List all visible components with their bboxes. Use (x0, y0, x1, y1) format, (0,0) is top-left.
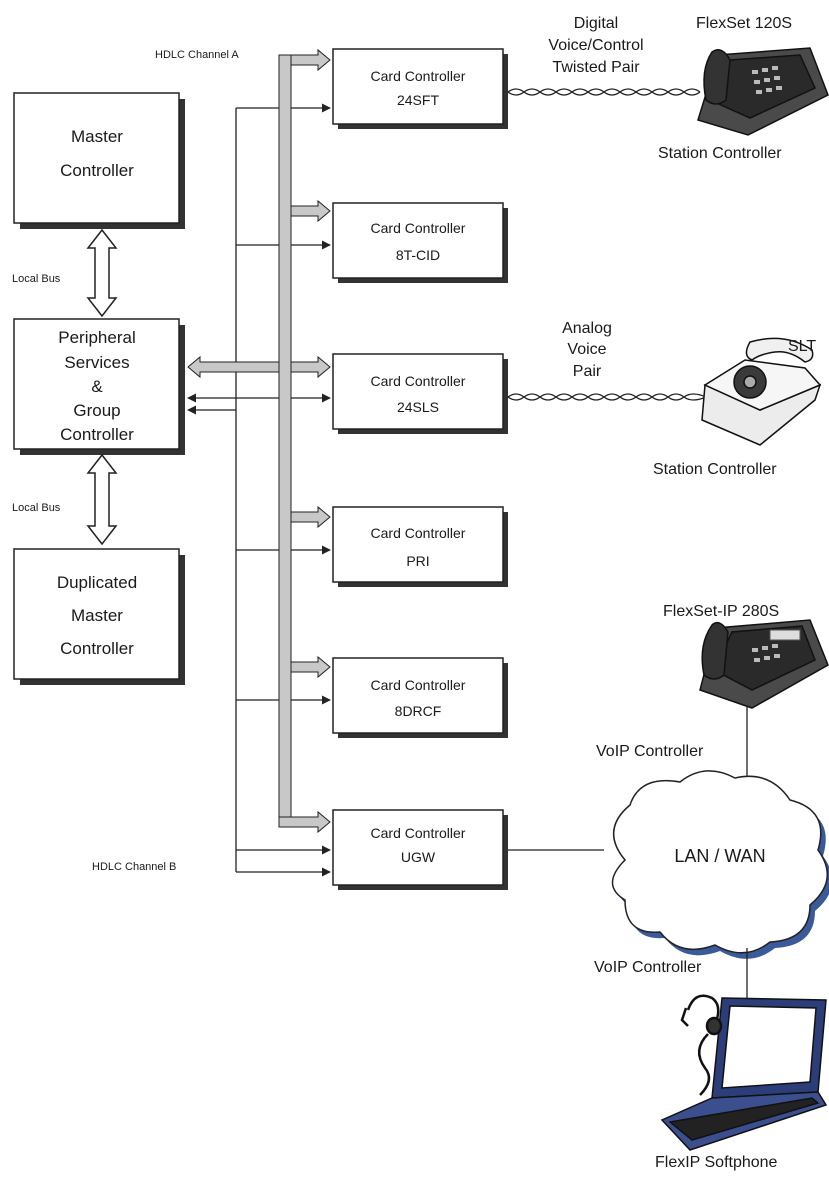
duplicated-master-block: Duplicated Master Controller (14, 549, 185, 685)
local-bus-arrow-bottom (88, 455, 116, 544)
flexset-ip-label: FlexSet-IP 280S (663, 603, 779, 620)
peripheral-line-1: Peripheral (58, 328, 136, 347)
card-8t-cid: Card Controller 8T-CID (333, 203, 508, 283)
card-title: Card Controller (371, 373, 466, 389)
digital-twisted-pair-link (508, 89, 700, 95)
card-title: Card Controller (371, 68, 466, 84)
desk-phone-icon (698, 48, 828, 135)
analog-link-line-3: Pair (573, 363, 602, 380)
card-title: Card Controller (371, 220, 466, 236)
master-line-1: Master (71, 127, 123, 146)
hdlc-channel-a-bus (188, 50, 330, 832)
card-model: 24SLS (397, 399, 439, 415)
digital-link-line-2: Voice/Control (548, 37, 643, 54)
card-ugw: Card Controller UGW (333, 810, 508, 890)
digital-link-line-3: Twisted Pair (552, 59, 640, 76)
softphone-label: FlexIP Softphone (655, 1154, 778, 1171)
duplicated-line-3: Controller (60, 639, 134, 658)
duplicated-line-1: Duplicated (57, 573, 137, 592)
card-24sft: Card Controller 24SFT (333, 49, 508, 129)
cloud-label: LAN / WAN (674, 846, 765, 866)
peripheral-line-4: Group (73, 401, 120, 420)
ip-phone-icon (700, 620, 828, 708)
card-pri: Card Controller PRI (333, 507, 508, 587)
analog-link-line-2: Voice (567, 341, 606, 358)
local-bus-arrow-top (88, 230, 116, 316)
hdlc-channel-b-label: HDLC Channel B (92, 861, 176, 873)
local-bus-label-top: Local Bus (12, 273, 61, 285)
card-title: Card Controller (371, 525, 466, 541)
voip-controller-label-1: VoIP Controller (596, 743, 704, 760)
card-8drcf: Card Controller 8DRCF (333, 658, 508, 738)
card-model: UGW (401, 849, 436, 865)
slt-label: SLT (788, 338, 816, 355)
card-24sls: Card Controller 24SLS (333, 354, 508, 434)
peripheral-line-3: & (91, 377, 103, 396)
hdlc-channel-b-bus (188, 108, 330, 872)
flexset-120s-label: FlexSet 120S (696, 15, 792, 32)
analog-link-line-1: Analog (562, 320, 612, 337)
master-controller-block: Master Controller (14, 93, 185, 229)
voip-controller-label-2: VoIP Controller (594, 959, 702, 976)
card-model: 8DRCF (395, 703, 442, 719)
station-controller-label-2: Station Controller (653, 461, 777, 478)
hdlc-channel-a-label: HDLC Channel A (155, 49, 239, 61)
card-model: 8T-CID (396, 247, 440, 263)
peripheral-services-block: Peripheral Services & Group Controller (14, 319, 185, 455)
card-model: PRI (406, 553, 429, 569)
duplicated-line-2: Master (71, 606, 123, 625)
card-title: Card Controller (371, 825, 466, 841)
digital-link-line-1: Digital (574, 15, 618, 32)
master-line-2: Controller (60, 161, 134, 180)
card-title: Card Controller (371, 677, 466, 693)
peripheral-line-2: Services (64, 353, 129, 372)
peripheral-line-5: Controller (60, 425, 134, 444)
analog-pair-link (508, 394, 706, 400)
laptop-icon (662, 998, 826, 1150)
local-bus-label-bottom: Local Bus (12, 502, 61, 514)
card-model: 24SFT (397, 92, 439, 108)
station-controller-label-1: Station Controller (658, 145, 782, 162)
